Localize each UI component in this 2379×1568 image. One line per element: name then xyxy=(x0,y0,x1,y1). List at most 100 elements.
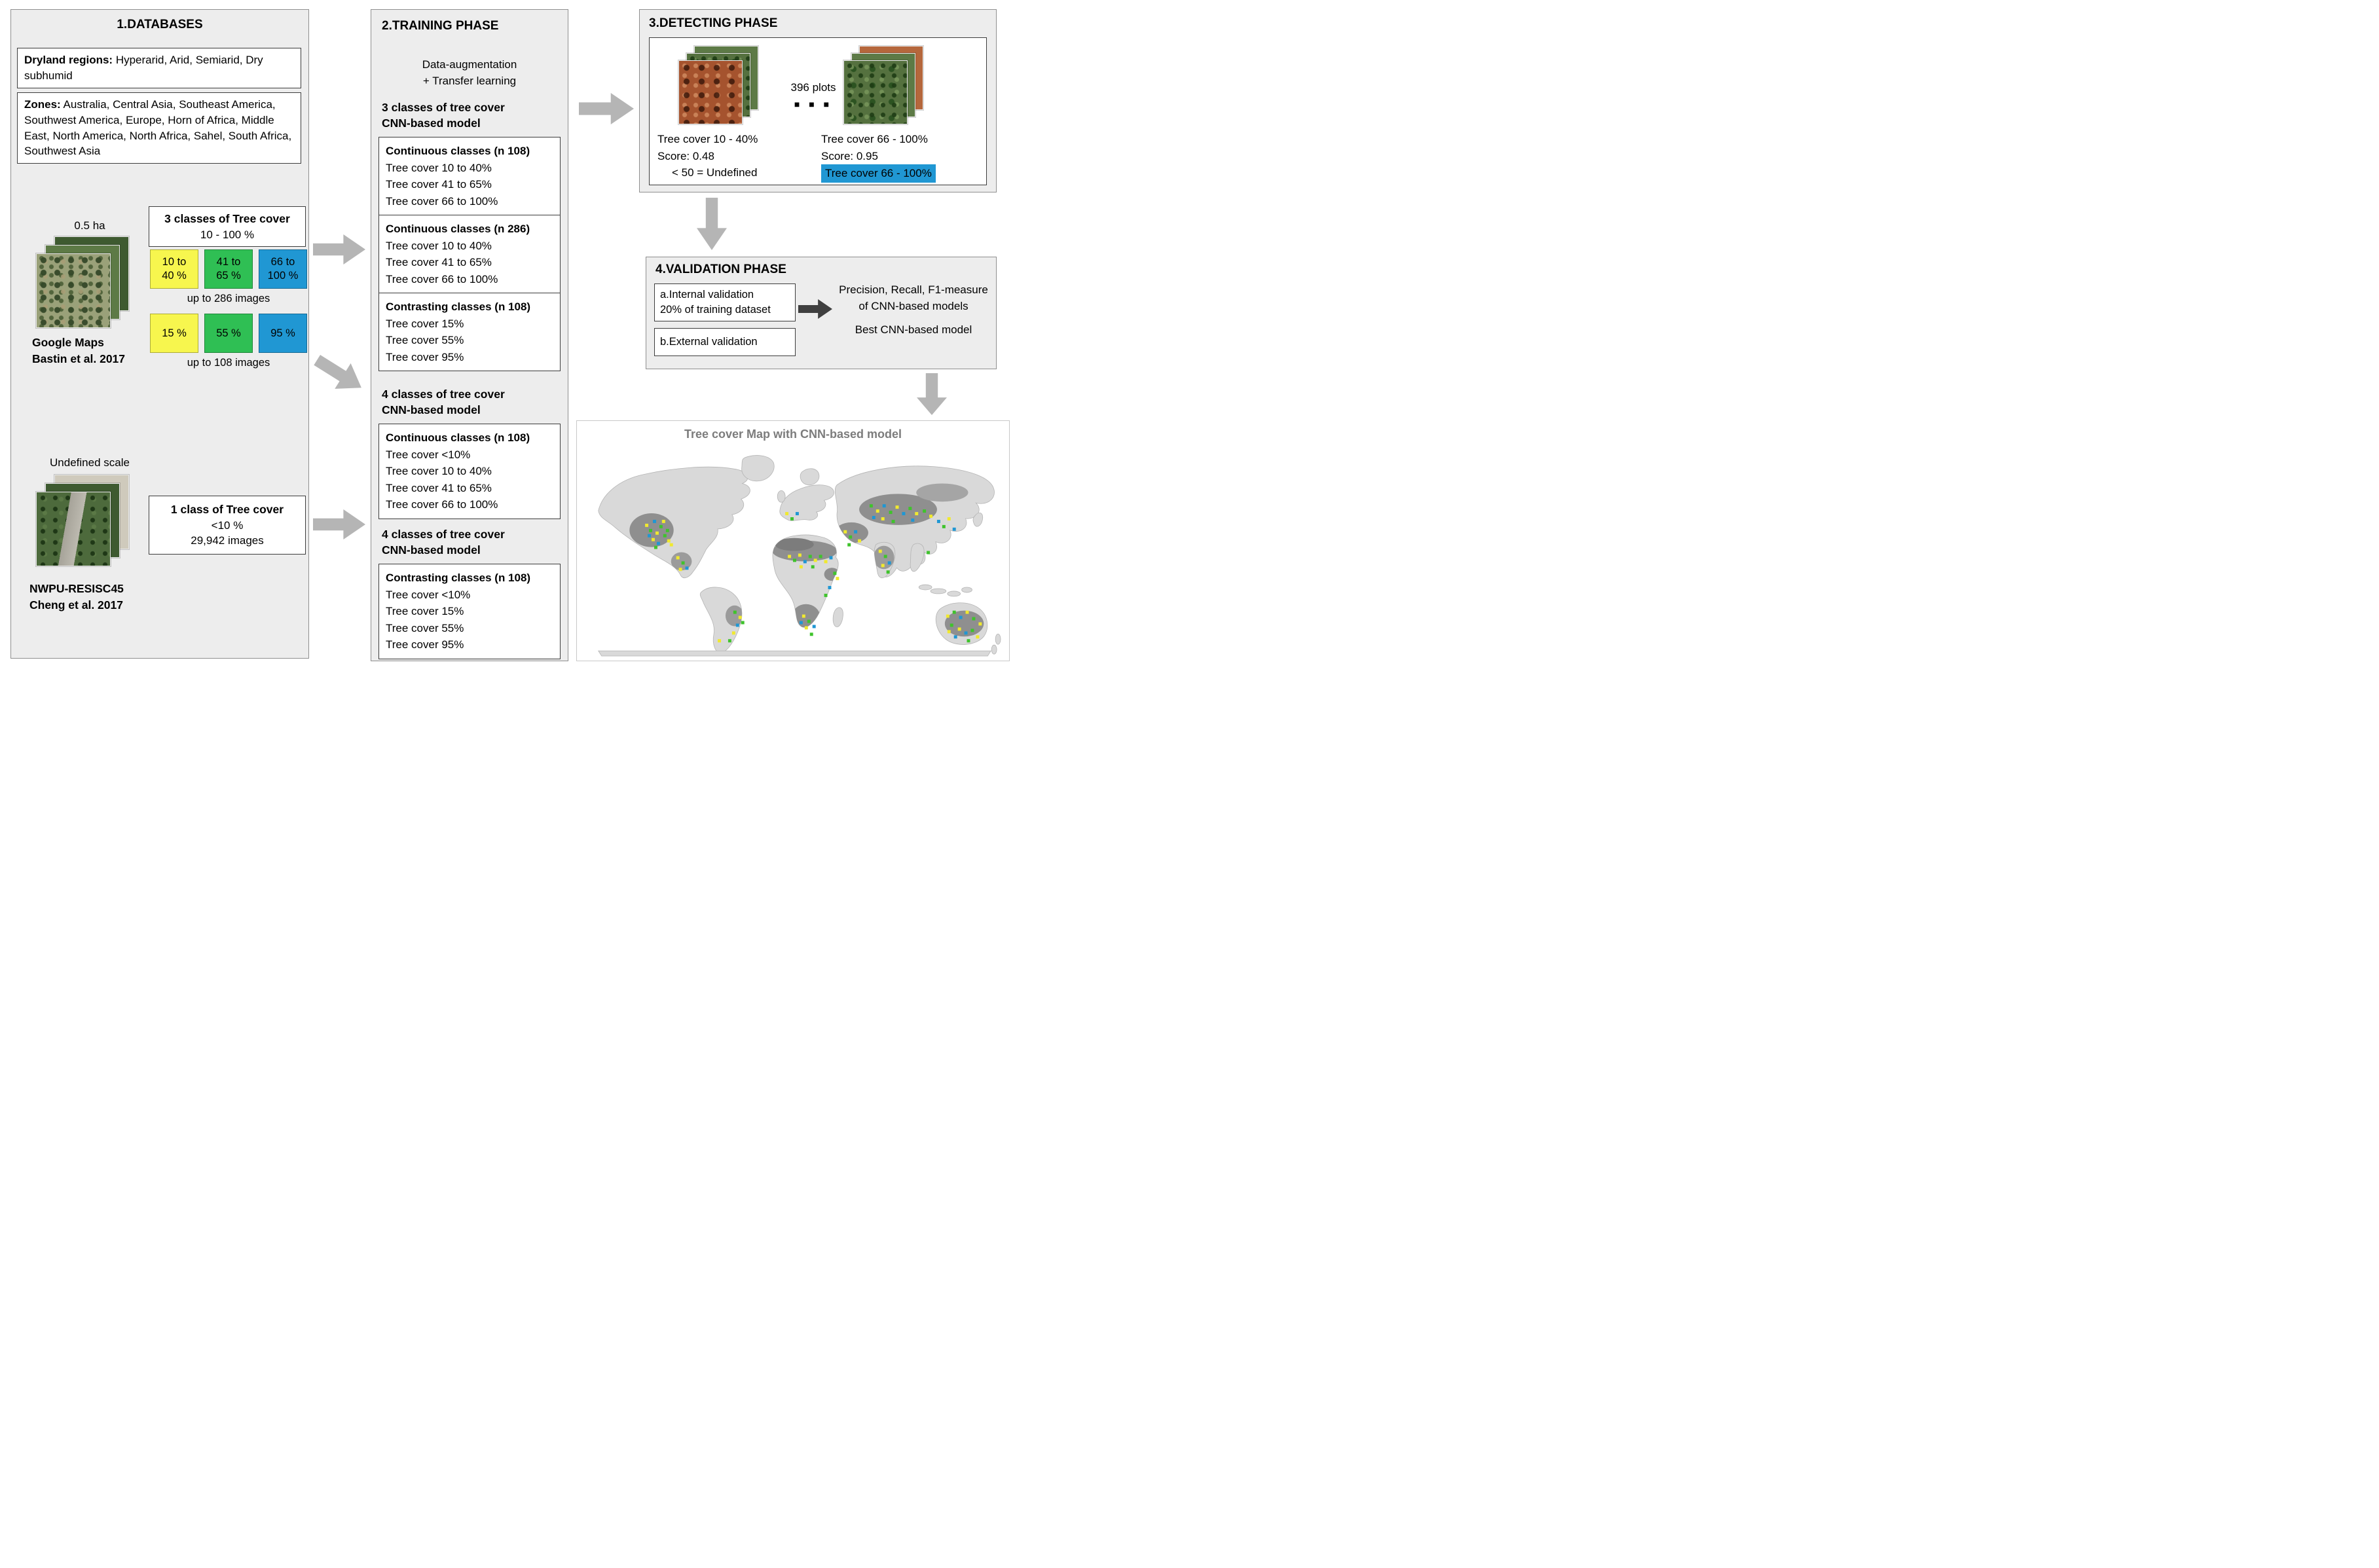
zones-label: Zones: xyxy=(24,98,61,111)
detect-right-class: Tree cover 66 - 100% xyxy=(821,133,928,145)
one-class-value: <10 % xyxy=(211,519,244,532)
model4a-heading-line1: 4 classes of tree cover xyxy=(382,388,505,401)
class-line: Tree cover 66 to 100% xyxy=(386,194,498,208)
map-title: Tree cover Map with CNN-based model xyxy=(684,428,902,441)
class-line: Tree cover 55% xyxy=(386,334,464,346)
validation-panel: 4.VALIDATION PHASE a.Internal validation… xyxy=(646,257,997,369)
model3-heading-line2: CNN-based model xyxy=(382,116,481,130)
section-header: Continuous classes (n 108) xyxy=(386,145,530,157)
class-line: Tree cover 10 to 40% xyxy=(386,465,492,477)
satellite-image xyxy=(36,492,111,566)
three-classes-box: 3 classes of Tree cover 10 - 100 % xyxy=(149,206,306,247)
class-line: Tree cover 66 to 100% xyxy=(386,272,498,285)
model4b-heading: 4 classes of tree cover CNN-based model xyxy=(382,527,505,558)
class-swatch-41-65: 41 to 65 % xyxy=(204,249,253,289)
result-map-area: Tree cover Map with CNN-based model xyxy=(576,420,1010,661)
arrow-right-icon xyxy=(313,234,365,264)
zones-text: Australia, Central Asia, Southeast Ameri… xyxy=(24,98,292,158)
model4b-heading-line1: 4 classes of tree cover xyxy=(382,528,505,541)
source-nwpu-line1: NWPU-RESISC45 xyxy=(29,582,124,595)
plot-image-stack-left xyxy=(678,46,760,124)
class-line: Tree cover 95% xyxy=(386,638,464,651)
internal-validation-line1: a.Internal validation xyxy=(660,289,754,301)
validation-panel-title: 4.VALIDATION PHASE xyxy=(655,263,786,276)
one-class-count: 29,942 images xyxy=(191,534,264,547)
detect-result-right: Tree cover 66 - 100% Score: 0.95 Tree co… xyxy=(821,131,984,183)
model4a-section: Continuous classes (n 108) Tree cover <1… xyxy=(379,424,560,519)
class-line: Tree cover 95% xyxy=(386,350,464,363)
results-line3: Best CNN-based model xyxy=(855,323,972,337)
model4b-heading-line2: CNN-based model xyxy=(382,543,481,556)
detect-left-class: Tree cover 10 - 40% xyxy=(657,133,758,145)
class-swatch-10-40: 10 to 40 % xyxy=(150,249,198,289)
class-swatch-95: 95 % xyxy=(259,314,307,353)
arrow-down-icon xyxy=(917,373,947,415)
detecting-panel: 3.DETECTING PHASE 396 plots ■ ■ ■ Tree c… xyxy=(639,9,997,192)
scale-label-undefined: Undefined scale xyxy=(50,456,130,469)
source-nwpu: NWPU-RESISC45 Cheng et al. 2017 xyxy=(29,581,124,613)
class-swatch-55: 55 % xyxy=(204,314,253,353)
augmentation-text: Data-augmentation + Transfer learning xyxy=(371,57,568,89)
section-header: Continuous classes (n 108) xyxy=(386,431,530,444)
three-classes-title: 3 classes of Tree cover xyxy=(164,212,290,225)
results-line2: of CNN-based models xyxy=(858,299,968,312)
detecting-panel-title: 3.DETECTING PHASE xyxy=(649,16,778,30)
satellite-image xyxy=(36,253,111,328)
world-map xyxy=(598,455,1001,657)
class-line: Tree cover 66 to 100% xyxy=(386,498,498,511)
figure-canvas: 1.DATABASES Dryland regions: Hyperarid, … xyxy=(0,0,1015,669)
dryland-regions-box: Dryland regions: Hyperarid, Arid, Semiar… xyxy=(17,48,301,88)
databases-panel: 1.DATABASES Dryland regions: Hyperarid, … xyxy=(10,9,309,659)
augmentation-line1: Data-augmentation xyxy=(422,58,517,71)
model4a-heading-line2: CNN-based model xyxy=(382,403,481,416)
class-line: Tree cover 10 to 40% xyxy=(386,161,492,174)
class-swatches-row-2: 15 % 55 % 95 % xyxy=(150,314,307,353)
class-line: Tree cover 15% xyxy=(386,317,464,330)
caption-108-images: up to 108 images xyxy=(187,357,270,369)
model3-section-continuous-108: Continuous classes (n 108) Tree cover 10… xyxy=(379,137,560,215)
class-line: Tree cover 15% xyxy=(386,605,464,617)
scale-label-05ha: 0.5 ha xyxy=(74,219,105,232)
arrow-right-icon xyxy=(579,93,634,124)
training-panel: 2.TRAINING PHASE Data-augmentation + Tra… xyxy=(371,9,568,661)
detect-result-left: Tree cover 10 - 40% Score: 0.48 < 50 = U… xyxy=(657,131,811,181)
model3-box: Continuous classes (n 108) Tree cover 10… xyxy=(378,137,561,371)
class-line: Tree cover 10 to 40% xyxy=(386,239,492,252)
one-class-title: 1 class of Tree cover xyxy=(170,503,284,516)
arrow-right-icon xyxy=(798,299,832,319)
nwpu-image-stack xyxy=(36,475,134,570)
section-header: Contrasting classes (n 108) xyxy=(386,572,531,584)
class-line: Tree cover 41 to 65% xyxy=(386,178,492,191)
arrow-right-icon xyxy=(313,509,365,539)
map-data-points xyxy=(645,504,982,643)
section-header: Contrasting classes (n 108) xyxy=(386,301,531,313)
model4b-section: Contrasting classes (n 108) Tree cover <… xyxy=(379,564,560,659)
model3-section-continuous-286: Continuous classes (n 286) Tree cover 10… xyxy=(379,215,560,293)
validation-results-text: Precision, Recall, F1-measure of CNN-bas… xyxy=(835,282,992,338)
plots-count-label: 396 plots xyxy=(790,81,836,94)
model3-section-contrasting-108: Contrasting classes (n 108) Tree cover 1… xyxy=(379,293,560,371)
internal-validation-box: a.Internal validation 20% of training da… xyxy=(654,283,796,322)
ellipsis-squares-icon: ■ ■ ■ xyxy=(794,99,833,109)
class-line: Tree cover 55% xyxy=(386,621,464,634)
detecting-inner-box: 396 plots ■ ■ ■ Tree cover 10 - 40% Scor… xyxy=(649,37,987,185)
class-swatches-row-1: 10 to 40 % 41 to 65 % 66 to 100 % xyxy=(150,249,307,289)
plot-image-stack-right xyxy=(843,46,925,124)
dryland-regions-label: Dryland regions: xyxy=(24,54,113,66)
google-maps-image-stack xyxy=(36,236,134,332)
class-line: Tree cover <10% xyxy=(386,448,471,461)
class-line: Tree cover 41 to 65% xyxy=(386,256,492,268)
one-class-box: 1 class of Tree cover <10 % 29,942 image… xyxy=(149,496,306,555)
class-swatch-66-100: 66 to 100 % xyxy=(259,249,307,289)
source-google-maps-line2: Bastin et al. 2017 xyxy=(32,352,126,365)
results-line1: Precision, Recall, F1-measure xyxy=(839,283,988,296)
three-classes-range: 10 - 100 % xyxy=(200,228,255,241)
arrow-diagonal-icon xyxy=(309,347,369,400)
model4a-heading: 4 classes of tree cover CNN-based model xyxy=(382,387,505,418)
caption-286-images: up to 286 images xyxy=(187,293,270,304)
zones-box: Zones: Australia, Central Asia, Southeas… xyxy=(17,92,301,164)
source-google-maps: Google Maps Bastin et al. 2017 xyxy=(32,335,125,367)
model3-heading-line1: 3 classes of tree cover xyxy=(382,101,505,114)
detect-right-highlight: Tree cover 66 - 100% xyxy=(821,164,936,183)
detect-right-score: Score: 0.95 xyxy=(821,149,878,162)
